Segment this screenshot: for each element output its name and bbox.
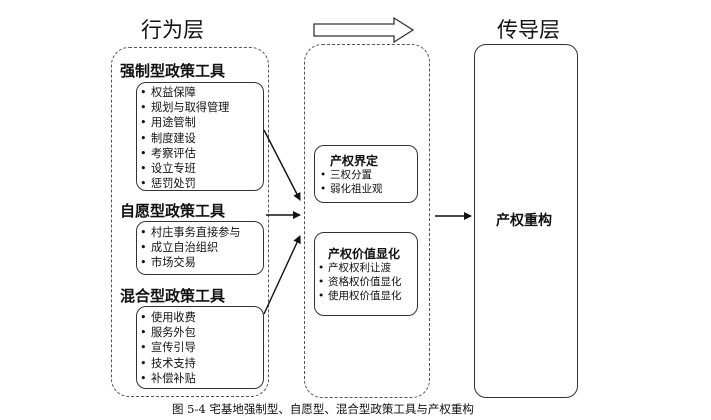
list-item: 使用权价值显化: [318, 290, 402, 304]
behavior-layer-title: 行为层: [141, 18, 204, 42]
list-item: 成立自治组织: [140, 240, 241, 255]
mandatory-tools-label: 强制型政策工具: [116, 60, 230, 81]
list-item: 考察评估: [140, 146, 229, 161]
arrow-connector: [263, 235, 301, 315]
list-item: 补偿补贴: [140, 371, 196, 386]
list-item: 用途管制: [140, 115, 229, 130]
list-item: 技术支持: [140, 356, 196, 371]
flow-direction-arrow-icon: [313, 16, 415, 44]
property-reconstruction-label: 产权重构: [496, 213, 552, 229]
list-item: 使用收费: [140, 310, 196, 325]
transmission-layer-title: 传导层: [497, 18, 560, 42]
property-reconstruction-box: [474, 44, 578, 398]
list-item: 服务外包: [140, 325, 196, 340]
list-item: 制度建设: [140, 131, 229, 146]
list-item: 产权权利让渡: [318, 262, 402, 276]
voluntary-tools-label: 自愿型政策工具: [116, 200, 230, 221]
hybrid-tools-label: 混合型政策工具: [116, 285, 230, 306]
list-item: 三权分置: [320, 169, 383, 183]
arrow-connector: [263, 129, 301, 201]
property-definition-list: 三权分置 弱化祖业观: [320, 169, 383, 197]
list-item: 弱化祖业观: [320, 183, 383, 197]
list-item: 宣传引导: [140, 340, 196, 355]
property-value-list: 产权权利让渡 资格权价值显化 使用权价值显化: [318, 262, 402, 303]
property-value-title: 产权价值显化: [328, 247, 401, 261]
list-item: 村庄事务直接参与: [140, 225, 241, 240]
list-item: 规划与取得管理: [140, 100, 229, 115]
property-definition-title: 产权界定: [330, 154, 379, 168]
hybrid-tools-list: 使用收费 服务外包 宣传引导 技术支持 补偿补贴: [140, 310, 196, 386]
list-item: 惩罚处罚: [140, 176, 229, 191]
figure-caption: 图 5-4 宅基地强制型、自愿型、混合型政策工具与产权重构: [172, 402, 474, 416]
list-item: 资格权价值显化: [318, 276, 402, 290]
voluntary-tools-list: 村庄事务直接参与 成立自治组织 市场交易: [140, 225, 241, 271]
mandatory-tools-list: 权益保障 规划与取得管理 用途管制 制度建设 考察评估 设立专班 惩罚处罚: [140, 85, 229, 192]
behavior-layer-container: [111, 47, 269, 397]
middle-layer-container: [304, 44, 430, 398]
list-item: 权益保障: [140, 85, 229, 100]
list-item: 市场交易: [140, 255, 241, 270]
list-item: 设立专班: [140, 161, 229, 176]
